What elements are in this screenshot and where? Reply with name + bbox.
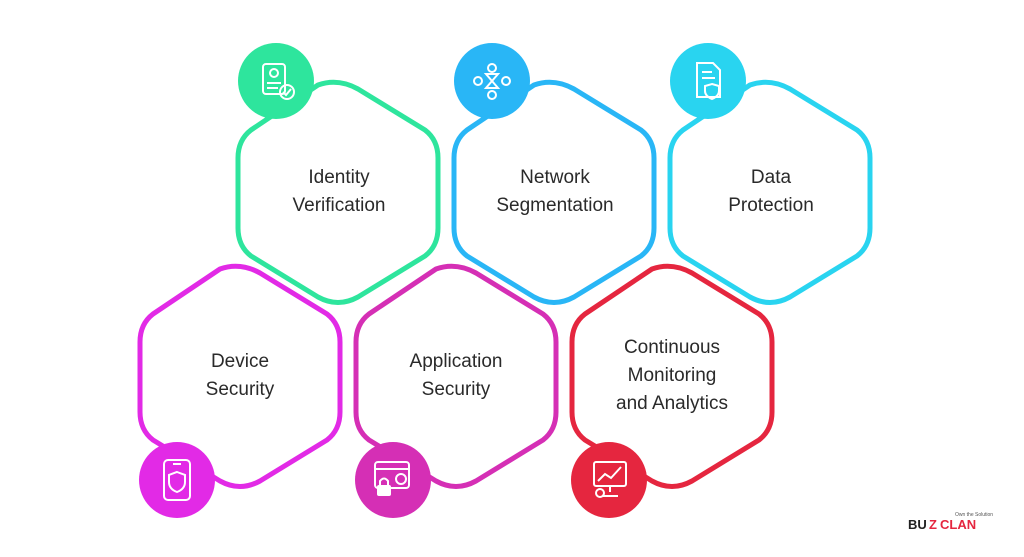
node-label-device-line2: Security [206, 379, 275, 400]
document-shield-icon [670, 43, 746, 119]
node-label-network-line2: Segmentation [496, 195, 613, 216]
node-label-data-line2: Protection [728, 195, 814, 216]
network-nodes-icon [454, 43, 530, 119]
node-label-identity-line1: Identity [308, 167, 370, 188]
node-label-identity-line2: Verification [293, 195, 386, 216]
phone-shield-icon [139, 442, 215, 518]
hexagon-application-security [353, 263, 559, 489]
node-label-monitoring-line2: Monitoring [628, 365, 717, 386]
logo-text-mid: Z [929, 517, 937, 532]
analytics-dashboard-icon [571, 442, 647, 518]
browser-lock-gear-icon [355, 442, 431, 518]
node-label-network-line1: Network [520, 167, 590, 188]
logo-tagline: Own the Solution [955, 512, 993, 518]
node-label-application-line1: Application [410, 351, 503, 372]
id-card-check-icon [238, 43, 314, 119]
node-label-data-line1: Data [751, 167, 792, 188]
node-label-device-line1: Device [211, 351, 269, 372]
hexagon-data-protection [667, 79, 873, 305]
logo-text-left: BU [908, 517, 927, 532]
hexagon-device-security [137, 263, 343, 489]
hexagon-identity-verification [235, 79, 441, 305]
node-label-monitoring-line1: Continuous [624, 337, 720, 358]
hexagon-network-segmentation [451, 79, 657, 305]
buzzclan-logo: BU Z CLAN Own the Solution [908, 512, 993, 532]
node-label-application-line2: Security [422, 379, 491, 400]
hexagon-continuous-monitoring [569, 263, 775, 489]
node-label-monitoring-line3: and Analytics [616, 393, 728, 414]
logo-text-right: CLAN [940, 517, 976, 532]
